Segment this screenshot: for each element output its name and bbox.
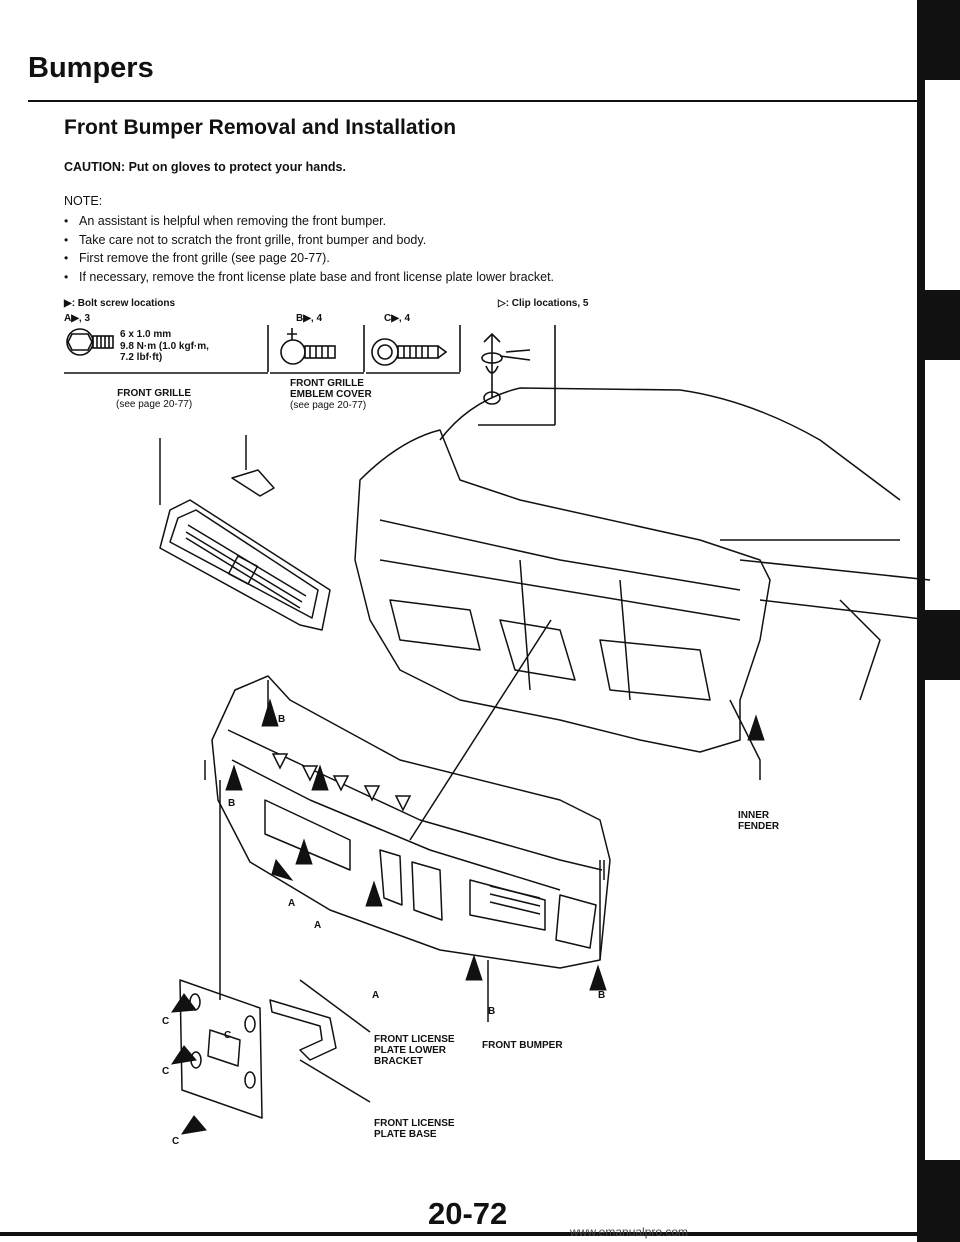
clip-legend: ▷: Clip locations, 5 bbox=[498, 298, 589, 309]
marker-b: B bbox=[598, 990, 606, 1001]
marker-a: A bbox=[314, 920, 322, 931]
binder-edge bbox=[917, 0, 925, 1242]
license-base-label-line1: FRONT LICENSE bbox=[374, 1118, 455, 1129]
caution-text: CAUTION: Put on gloves to protect your h… bbox=[64, 160, 346, 174]
marker-b: B bbox=[488, 1006, 496, 1017]
page-number: 20-72 bbox=[428, 1196, 508, 1231]
front-bumper-label: FRONT BUMPER bbox=[482, 1040, 563, 1051]
license-bracket-label-line1: FRONT LICENSE bbox=[374, 1034, 455, 1045]
note-item: An assistant is helpful when removing th… bbox=[64, 214, 554, 233]
binder-tab bbox=[925, 0, 960, 80]
inner-fender-label: INNER FENDER bbox=[738, 810, 779, 832]
note-label: NOTE: bbox=[64, 194, 103, 208]
emblem-cover-drawing bbox=[231, 435, 275, 497]
section-title: Front Bumper Removal and Installation bbox=[64, 116, 457, 139]
marker-c: C bbox=[224, 1030, 232, 1041]
license-base-label: FRONT LICENSE PLATE BASE bbox=[374, 1118, 455, 1140]
bolt-location-b: B▶, 4 bbox=[296, 313, 323, 324]
marker-a: A bbox=[288, 898, 296, 909]
front-grille-ref: (see page 20-77) bbox=[116, 399, 193, 410]
license-base-label-line2: PLATE BASE bbox=[374, 1129, 437, 1140]
front-grille-label: FRONT GRILLE (see page 20-77) bbox=[116, 388, 192, 410]
marker-c: C bbox=[172, 1136, 180, 1147]
binder-tab bbox=[925, 290, 960, 360]
bolt-spec: 6 x 1.0 mm 9.8 N·m (1.0 kgf·m, 7.2 lbf·f… bbox=[120, 329, 209, 364]
inner-fender-label-line1: INNER bbox=[738, 810, 770, 821]
marker-b: B bbox=[228, 798, 236, 809]
note-item: First remove the front grille (see page … bbox=[64, 251, 554, 270]
bolt-legend: ▶: Bolt screw locations bbox=[64, 298, 176, 309]
front-bumper-drawing bbox=[204, 675, 611, 969]
emblem-cover-label: FRONT GRILLE EMBLEM COVER (see page 20-7… bbox=[290, 378, 372, 411]
note-item: If necessary, remove the front license p… bbox=[64, 270, 554, 289]
bolt-b-icon bbox=[280, 328, 336, 365]
bolt-c-icon bbox=[371, 338, 448, 366]
page-title: Bumpers bbox=[28, 52, 154, 84]
front-grille-label-text: FRONT GRILLE bbox=[117, 388, 192, 399]
clip-icon bbox=[481, 332, 531, 405]
marker-c: C bbox=[162, 1016, 170, 1027]
bolt-location-a: A▶, 3 bbox=[64, 313, 91, 324]
bolt-a-icon bbox=[66, 328, 114, 356]
license-bracket-label-line2: PLATE LOWER bbox=[374, 1045, 447, 1056]
marker-c: C bbox=[162, 1066, 170, 1077]
vehicle-body-drawing bbox=[354, 387, 931, 841]
marker-a: A bbox=[372, 990, 380, 1001]
emblem-cover-ref: (see page 20-77) bbox=[290, 400, 367, 411]
note-item: Take care not to scratch the front grill… bbox=[64, 233, 554, 252]
binder-tab bbox=[925, 1160, 960, 1242]
title-rule bbox=[28, 100, 918, 102]
bolt-spec-torque-imperial: 7.2 lbf·ft) bbox=[120, 352, 163, 363]
license-bracket-drawing bbox=[269, 999, 337, 1061]
emblem-cover-label-line2: EMBLEM COVER bbox=[290, 389, 372, 400]
front-grille-drawing bbox=[159, 438, 331, 631]
bottom-rule bbox=[0, 1232, 917, 1236]
notes-list: An assistant is helpful when removing th… bbox=[64, 214, 554, 288]
bolt-spec-size: 6 x 1.0 mm bbox=[120, 329, 172, 340]
bolt-spec-torque: 9.8 N·m (1.0 kgf·m, bbox=[120, 340, 209, 352]
license-plate-base-drawing bbox=[179, 780, 263, 1119]
license-bracket-label-line3: BRACKET bbox=[374, 1056, 423, 1067]
marker-b: B bbox=[278, 714, 286, 725]
bolt-location-c: C▶, 4 bbox=[384, 313, 411, 324]
inner-fender-label-line2: FENDER bbox=[738, 821, 780, 832]
license-bracket-label: FRONT LICENSE PLATE LOWER BRACKET bbox=[374, 1034, 455, 1067]
binder-tab bbox=[925, 610, 960, 680]
watermark: www.emanualpro.com bbox=[570, 1225, 689, 1239]
emblem-cover-label-line1: FRONT GRILLE bbox=[290, 378, 364, 389]
